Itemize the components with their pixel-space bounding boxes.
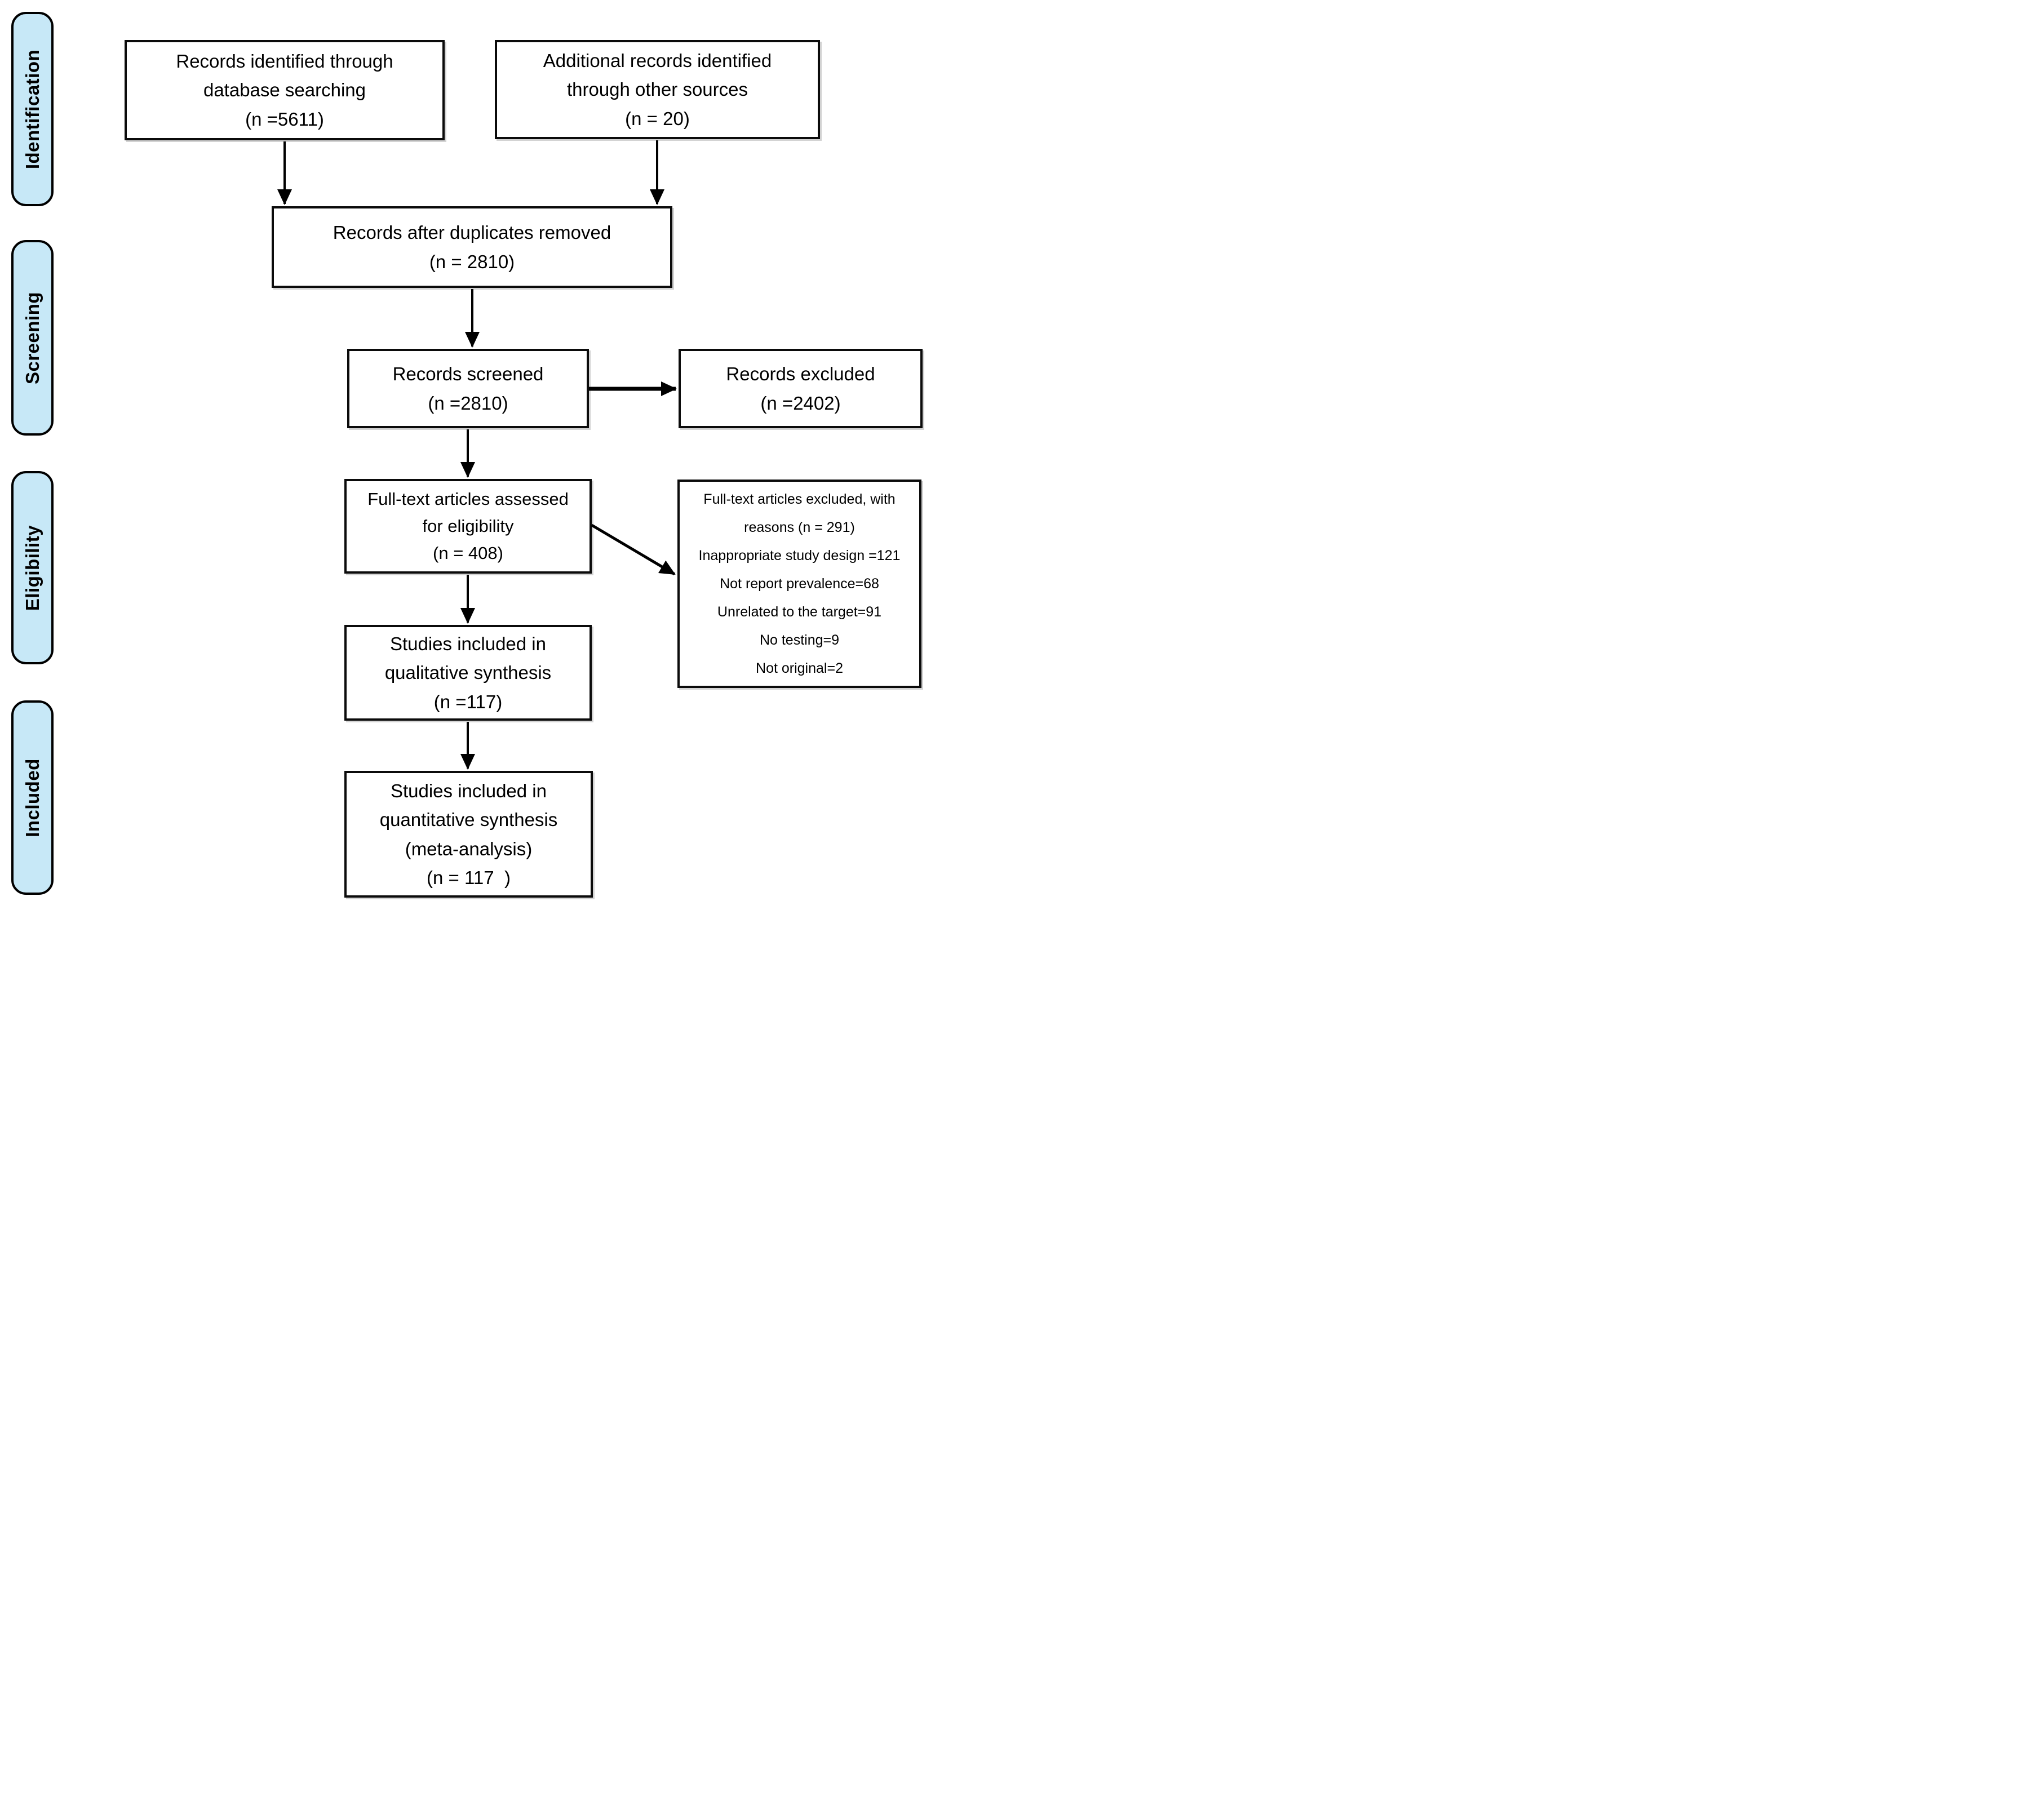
stage-label-identification: Identification <box>11 12 54 206</box>
box-records-screened: Records screened (n =2810) <box>347 349 589 428</box>
stage-label-screening-text: Screening <box>21 291 43 384</box>
stage-label-screening: Screening <box>11 240 54 436</box>
box-records-identified-database: Records identified through database sear… <box>125 40 445 140</box>
box-records-after-duplicates-removed: Records after duplicates removed (n = 28… <box>272 206 672 288</box>
box-fulltext-articles-excluded: Full-text articles excluded, with reason… <box>677 480 921 688</box>
prisma-flow-diagram: Identification Screening Eligibility Inc… <box>0 0 1010 910</box>
stage-label-included-text: Included <box>21 758 43 837</box>
stage-label-eligibility-text: Eligibility <box>21 525 43 611</box>
stage-label-included: Included <box>11 700 54 895</box>
box-additional-records-other-sources: Additional records identified through ot… <box>495 40 820 139</box>
box-studies-qualitative-synthesis: Studies included in qualitative synthesi… <box>344 625 592 721</box>
stage-label-identification-text: Identification <box>21 49 43 169</box>
box-fulltext-articles-assessed: Full-text articles assessed for eligibil… <box>344 479 592 574</box>
stage-label-eligibility: Eligibility <box>11 471 54 664</box>
box-records-excluded: Records excluded (n =2402) <box>679 349 923 428</box>
box-studies-quantitative-synthesis: Studies included in quantitative synthes… <box>344 771 593 898</box>
arrow-fulltext-to-fulltext-excluded <box>591 523 676 576</box>
